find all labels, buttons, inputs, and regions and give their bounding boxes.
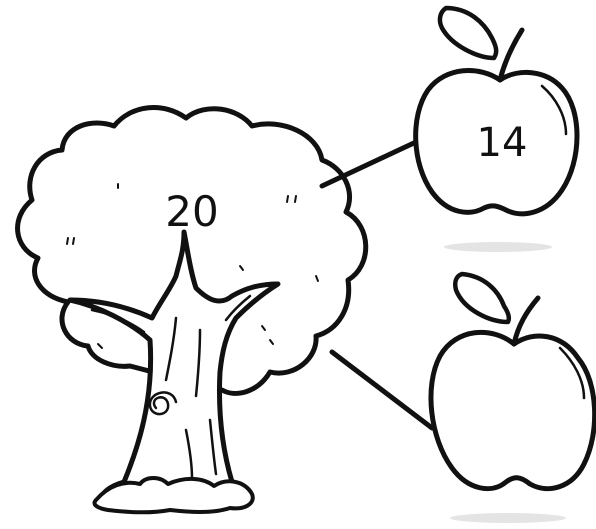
apple-icon-top	[413, 5, 580, 252]
part-number-top: 14	[477, 120, 528, 166]
apple-icon-bottom	[428, 271, 596, 523]
apple-stem-bottom	[511, 295, 541, 347]
apple-body-bottom	[428, 329, 596, 492]
apple-highlight-bottom	[558, 346, 586, 400]
apple-body-top	[413, 68, 580, 217]
tree-icon	[15, 105, 369, 515]
tree-roots	[92, 476, 255, 515]
apple-shadow-bottom	[450, 513, 566, 523]
apple-stem-top	[497, 27, 525, 83]
apple-leaf-top	[437, 5, 499, 61]
connector-line-top	[319, 139, 419, 189]
apple-leaf-bottom	[453, 271, 512, 325]
apple-shadow-top	[444, 242, 552, 252]
whole-number: 20	[165, 187, 218, 236]
tree-canopy	[15, 105, 369, 396]
apple-highlight-top	[540, 84, 568, 136]
connector-line-bottom	[329, 349, 435, 431]
